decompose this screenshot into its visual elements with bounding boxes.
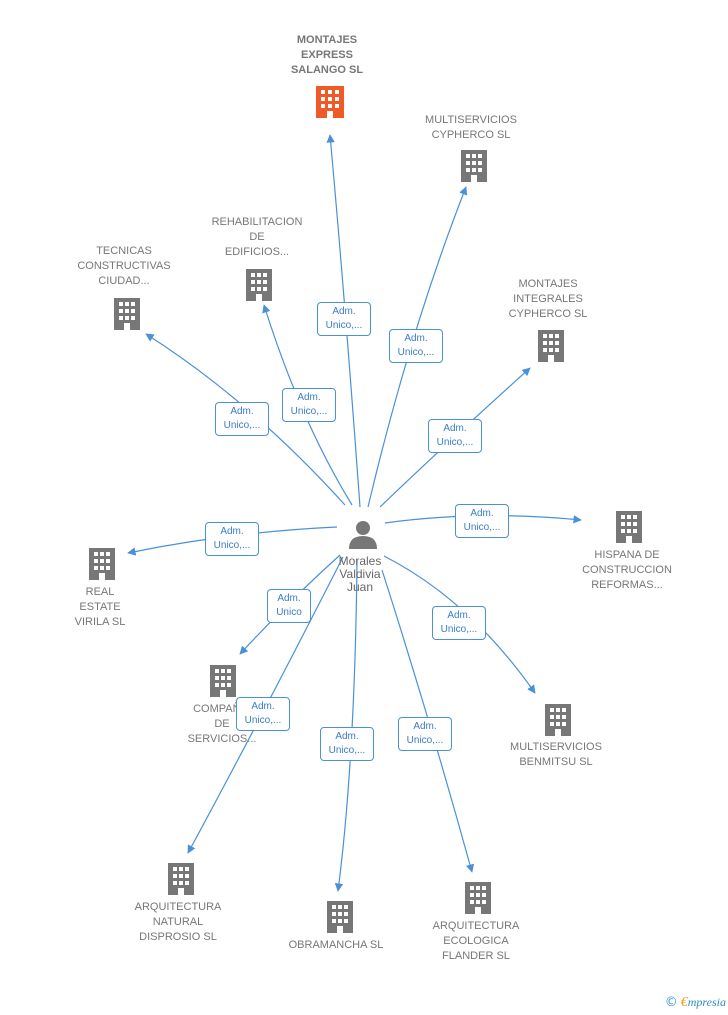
copyright-symbol: ©: [664, 995, 678, 1010]
edge-label-rehabilitacion[interactable]: Adm. Unico,...: [282, 388, 336, 422]
building-icon: [616, 511, 642, 543]
company-name: ARQUITECTURA NATURAL DISPROSIO SL: [134, 901, 222, 943]
company-name: REHABILITACION DE EDIFICIOS...: [211, 216, 303, 258]
edge-label-real-estate[interactable]: Adm. Unico,...: [205, 522, 259, 556]
company-name: MONTAJES INTEGRALES CYPHERCO SL: [508, 278, 588, 320]
person-name: Morales Valdivia Juan: [338, 554, 382, 594]
company-name: MULTISERVICIOS BENMITSU SL: [510, 741, 602, 768]
building-icon: [538, 330, 564, 362]
edge-obramancha: [334, 559, 358, 892]
person-icon: [349, 521, 377, 549]
edge-label-obramancha[interactable]: Adm. Unico,...: [320, 727, 374, 761]
brand-logo-initial: €: [680, 995, 688, 1010]
company-name: ARQUITECTURA ECOLOGICA FLANDER SL: [432, 920, 520, 962]
building-icon: [246, 269, 272, 301]
edge-label-multiservicios-cypherco[interactable]: Adm. Unico,...: [389, 329, 443, 363]
company-name: HISPANA DE CONSTRUCCION REFORMAS...: [582, 549, 672, 591]
edge-label-compania[interactable]: Adm. Unico: [267, 589, 311, 623]
building-icon: [316, 86, 344, 118]
brand-footer: © €mpresia: [665, 995, 726, 1011]
building-icon: [89, 548, 115, 580]
building-icon: [461, 150, 487, 182]
company-name: MULTISERVICIOS CYPHERCO SL: [425, 114, 517, 141]
building-icon: [114, 298, 140, 330]
building-icon: [168, 863, 194, 895]
edge-label-hispana[interactable]: Adm. Unico,...: [455, 504, 509, 538]
building-icon: [465, 882, 491, 914]
company-name: TECNICAS CONSTRUCTIVAS CIUDAD...: [77, 245, 171, 287]
edge-label-arq-ecologica[interactable]: Adm. Unico,...: [398, 717, 452, 751]
edge-label-arq-natural[interactable]: Adm. Unico,...: [236, 697, 290, 731]
company-name: OBRAMANCHA SL: [288, 939, 384, 951]
edge-label-main[interactable]: Adm. Unico,...: [317, 302, 371, 336]
main-company-name: MONTAJES EXPRESS SALANGO SL: [290, 34, 364, 76]
building-icon: [327, 901, 353, 933]
company-name: REAL ESTATE VIRILA SL: [74, 586, 126, 628]
building-icon: [545, 704, 571, 736]
edge-label-benmitsu[interactable]: Adm. Unico,...: [432, 606, 486, 640]
building-icon: [210, 665, 236, 697]
brand-logo-text: mpresia: [687, 995, 726, 1009]
edge-label-montajes-integrales[interactable]: Adm. Unico,...: [428, 419, 482, 453]
edge-label-tecnicas[interactable]: Adm. Unico,...: [215, 402, 269, 436]
